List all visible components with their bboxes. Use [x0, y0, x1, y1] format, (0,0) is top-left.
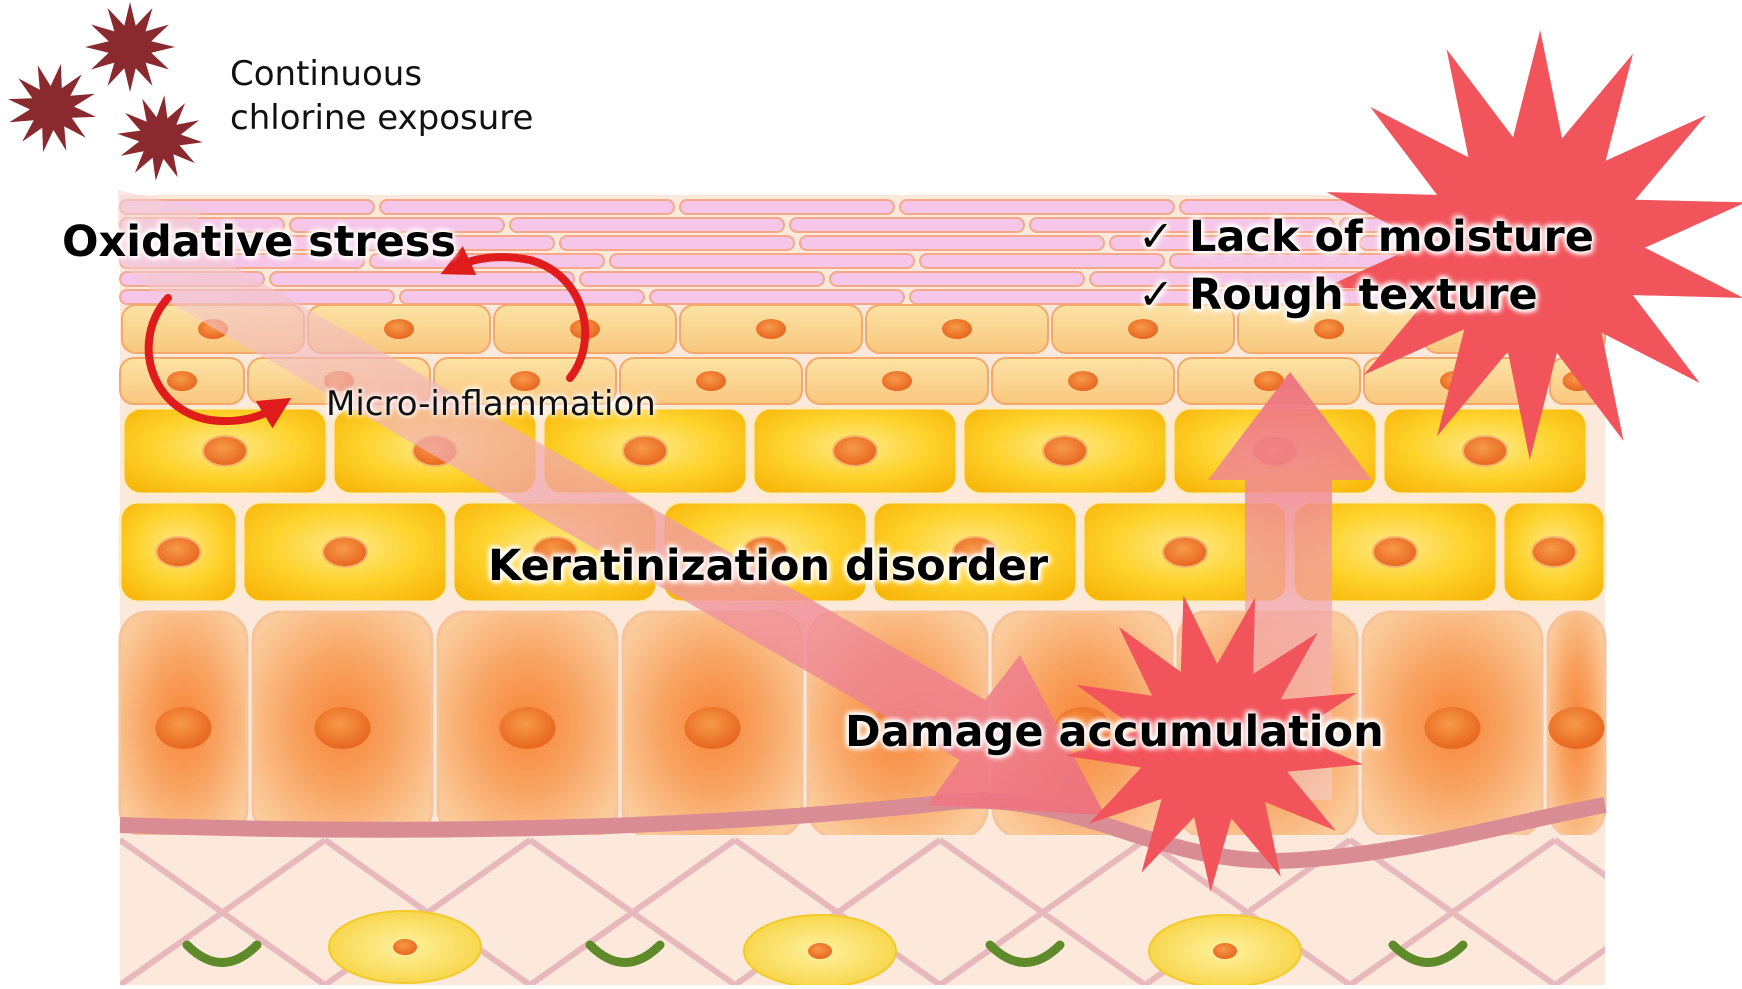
spinous-nucleus — [833, 436, 877, 466]
granular-nucleus — [942, 319, 972, 339]
granular-nucleus — [167, 371, 197, 391]
corneum-cell — [920, 254, 1164, 268]
keratinization-disorder-label: Keratinization disorder — [488, 540, 1048, 592]
corneum-cell — [830, 272, 1084, 286]
chlorine-exposure-label: Continuous chlorine exposure — [230, 52, 533, 140]
damage-accumulation-label: Damage accumulation — [845, 706, 1384, 758]
corneum-cell — [380, 200, 674, 214]
corneum-cell — [900, 200, 1174, 214]
corneum-cell — [790, 218, 1024, 232]
granular-nucleus — [384, 319, 414, 339]
fibroblast-nucleus — [393, 939, 417, 955]
basal-nucleus — [685, 707, 741, 749]
spinous-nucleus — [1532, 537, 1576, 567]
corneum-cell — [510, 218, 784, 232]
corneum-cell — [580, 272, 824, 286]
fibroblast-nucleus — [808, 943, 832, 959]
spinous-nucleus — [1163, 537, 1207, 567]
spinous-nucleus — [1463, 436, 1507, 466]
corneum-cell — [610, 254, 914, 268]
chlorine-star-icon — [85, 2, 175, 92]
corneum-cell — [680, 200, 894, 214]
granular-nucleus — [1068, 371, 1098, 391]
mask-left — [0, 835, 120, 985]
corneum-cell — [400, 290, 644, 304]
spinous-nucleus — [157, 537, 201, 567]
granular-nucleus — [756, 319, 786, 339]
corneum-cell — [270, 272, 574, 286]
spinous-nucleus — [323, 537, 367, 567]
corneum-cell — [650, 290, 904, 304]
spinous-nucleus — [203, 436, 247, 466]
chlorine-star-icon — [8, 64, 96, 152]
micro-inflammation-label: Micro-inflammation — [326, 382, 656, 426]
basal-nucleus — [1425, 707, 1481, 749]
rough-texture-label: ✓ Rough texture — [1138, 269, 1538, 321]
corneum-cell — [800, 236, 1104, 250]
granular-nucleus — [1128, 319, 1158, 339]
granular-nucleus — [696, 371, 726, 391]
granular-nucleus — [1314, 319, 1344, 339]
chlorine-stars — [8, 2, 203, 181]
basal-nucleus — [1549, 707, 1605, 749]
corneum-cell — [560, 236, 794, 250]
spinous-nucleus — [1373, 537, 1417, 567]
mask-right — [1605, 835, 1742, 985]
fibroblast-nucleus — [1213, 943, 1237, 959]
spinous-nucleus — [623, 436, 667, 466]
basal-nucleus — [156, 707, 212, 749]
oxidative-stress-label: Oxidative stress — [62, 216, 456, 268]
dermis — [0, 835, 1742, 985]
chlorine-star-icon — [117, 95, 203, 181]
granular-nucleus — [882, 371, 912, 391]
spinous-nucleus — [1043, 436, 1087, 466]
basal-nucleus — [500, 707, 556, 749]
chlorine-exposure-line-2: chlorine exposure — [230, 96, 533, 140]
lack-of-moisture-label: ✓ Lack of moisture — [1138, 211, 1594, 263]
chlorine-exposure-line-1: Continuous — [230, 52, 533, 96]
basal-nucleus — [315, 707, 371, 749]
